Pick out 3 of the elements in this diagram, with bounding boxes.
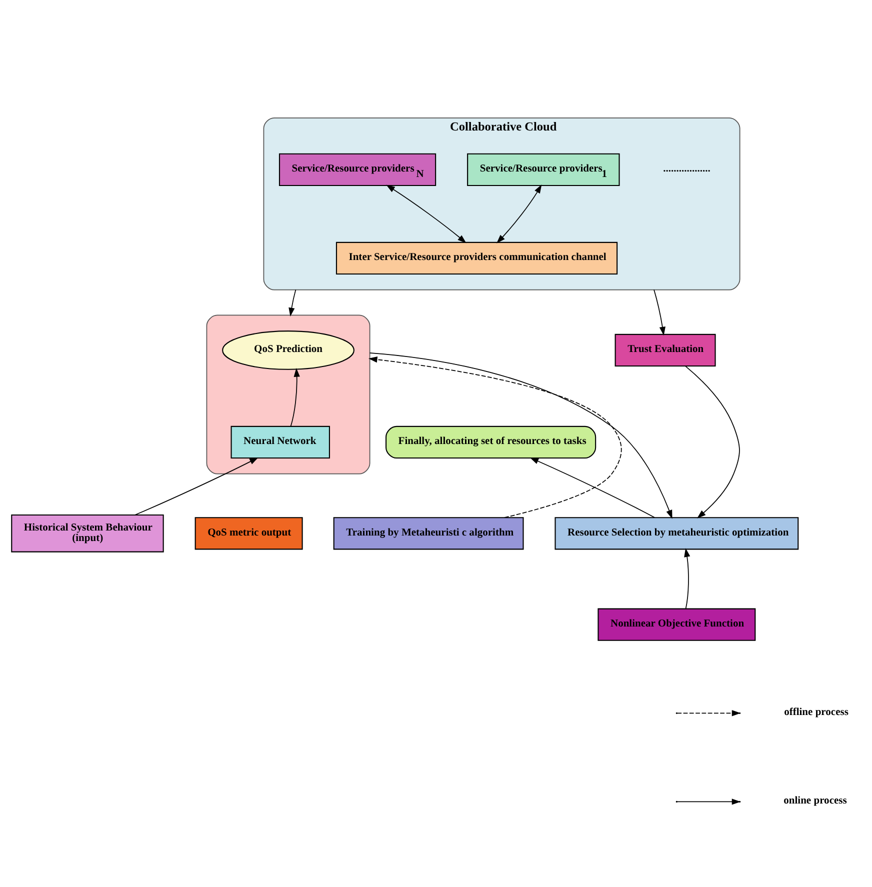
label: .................. xyxy=(663,163,710,174)
legend-label: offline process xyxy=(784,706,848,718)
legend-label: online process xyxy=(784,795,847,806)
